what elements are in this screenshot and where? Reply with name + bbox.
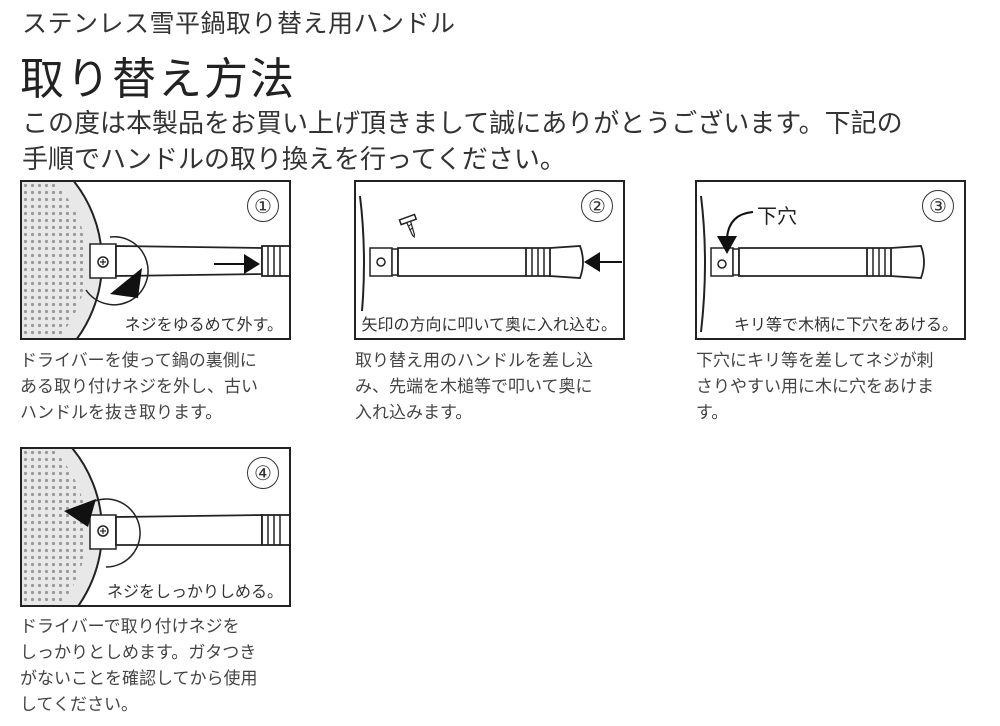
step-1-drawing (22, 182, 289, 338)
tighten-arrow-icon (64, 499, 96, 527)
intro-text: この度は本製品をお買い上げ頂きまして誠にありがとうございます。下記の 手順でハン… (22, 106, 982, 178)
handle (738, 247, 868, 277)
intro-line: 手順でハンドルの取り換えを行ってください。 (22, 145, 566, 175)
step-number: ④ (247, 457, 279, 489)
step-caption: 矢印の方向に叩いて奥に入れ込む。 (359, 311, 619, 335)
intro-line: この度は本製品をお買い上げ頂きまして誠にありがとうございます。下記の (22, 109, 903, 139)
rotate-arrow-icon (110, 268, 142, 298)
step-3-description: 下穴にキリ等を差してネジが刺 さりやすい用に木に穴をあけま す。 (696, 348, 971, 426)
rotate-arc (85, 236, 149, 306)
step-3-illustration: 下穴 ③ キリ等で木柄に下穴をあける。 (695, 180, 966, 340)
description-line: さりやすい用に木に穴をあけま (696, 377, 934, 397)
rotate-arc (81, 498, 141, 568)
pointer-arrow-icon (726, 211, 754, 239)
description-line: 下穴にキリ等を差してネジが刺 (696, 351, 934, 371)
step-number: ③ (922, 190, 954, 222)
pan-dots (22, 449, 87, 605)
step-number: ① (247, 190, 279, 222)
description-line: 入れ込みます。 (355, 403, 473, 423)
step-2-drawing (359, 195, 622, 333)
pilot-hole-label: 下穴 (757, 204, 797, 228)
description-line: み、先端を木槌等で叩いて奥に (355, 377, 593, 397)
step-1-description: ドライバーを使って鍋の裏側に ある取り付けネジを外し、古い ハンドルを抜き取りま… (20, 348, 295, 426)
product-subtitle: ステンレス雪平鍋取り替え用ハンドル (22, 9, 456, 38)
description-line: ドライバーを使って鍋の裏側に (20, 351, 257, 371)
step-caption: ネジをしっかりしめる。 (104, 578, 285, 602)
description-line: ドライバーで取り付けネジを (20, 617, 240, 637)
step-2-illustration: ② 矢印の方向に叩いて奥に入れ込む。 (354, 180, 625, 340)
description-line: してください。 (20, 695, 138, 715)
description-line: しっかりとしめます。ガタつき (20, 643, 257, 663)
step-4-drawing (22, 449, 289, 605)
pan-edge (700, 195, 706, 333)
description-line: がないことを確認してから使用 (20, 669, 258, 689)
pan-dots (22, 182, 87, 338)
description-line: ある取り付けネジを外し、古い (20, 377, 258, 397)
description-line: 取り替え用のハンドルを差し込 (355, 351, 593, 371)
step-number: ② (581, 190, 613, 222)
screw-icon (398, 213, 418, 239)
description-line: す。 (696, 403, 729, 423)
step-caption: ネジをゆるめて外す。 (122, 311, 285, 335)
step-3-drawing (700, 195, 925, 333)
handle (397, 247, 527, 277)
step-1-illustration: ① ネジをゆるめて外す。 (20, 180, 291, 340)
step-4-description: ドライバーで取り付けネジを しっかりとしめます。ガタつき がないことを確認してか… (20, 614, 295, 718)
step-2-description: 取り替え用のハンドルを差し込 み、先端を木槌等で叩いて奥に 入れ込みます。 (355, 348, 630, 426)
page-title: 取り替え方法 (20, 54, 296, 105)
step-caption: キリ等で木柄に下穴をあける。 (731, 311, 960, 335)
description-line: ハンドルを抜き取ります。 (20, 403, 223, 423)
pilot-hole (717, 259, 727, 269)
step-4-illustration: ④ ネジをしっかりしめる。 (20, 447, 291, 607)
